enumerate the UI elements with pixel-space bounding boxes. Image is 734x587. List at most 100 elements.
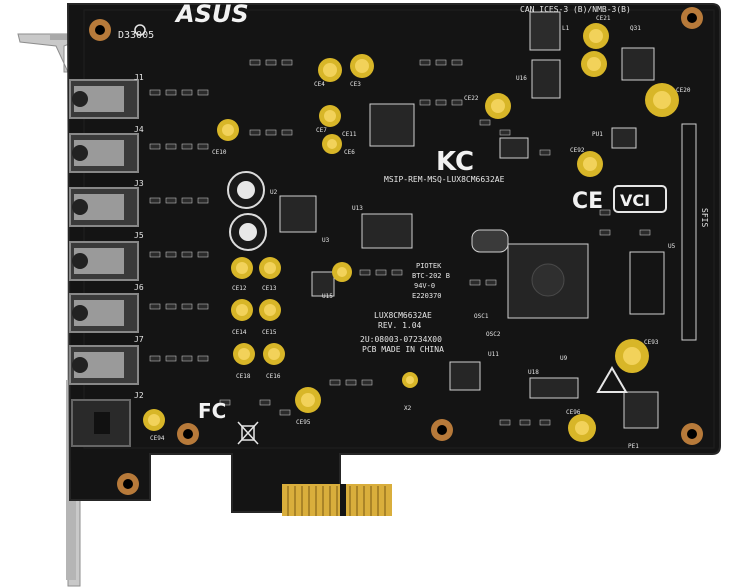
- capacitor: [217, 119, 239, 141]
- revision-label: REV. 1.04: [378, 321, 422, 330]
- audio-jack: [69, 293, 139, 333]
- capacitor: [233, 343, 255, 365]
- audio-jack: [69, 187, 139, 227]
- capacitor-label: CE7: [316, 127, 327, 134]
- capacitor: [259, 257, 281, 279]
- capacitors: [143, 23, 679, 442]
- component-label: PE1: [628, 443, 639, 450]
- component-label: X2: [404, 405, 412, 412]
- audio-jack: [69, 133, 139, 173]
- ic-chips: [279, 11, 697, 429]
- capacitor-label: CE18: [236, 373, 251, 380]
- capacitor-label: CE12: [232, 285, 247, 292]
- capacitor-label: CE14: [232, 329, 247, 336]
- capacitor: [350, 54, 374, 78]
- kc-mark: KC: [436, 147, 474, 177]
- chip-label: U15: [322, 293, 333, 300]
- opamp-chip: [279, 195, 317, 233]
- cert-label: CAN ICES-3 (B)/NMB-3(B): [520, 5, 631, 14]
- small-chip: [529, 377, 579, 399]
- jack-label: J2: [134, 391, 144, 400]
- capacitor: [259, 299, 281, 321]
- capacitor-label: CE21: [596, 15, 611, 22]
- serial-label: D33005: [118, 30, 154, 41]
- capacitor: [295, 387, 321, 413]
- chip-label: U5: [668, 243, 676, 250]
- capacitor-label: CE20: [676, 87, 691, 94]
- capacitor-label: CE6: [344, 149, 355, 156]
- capacitor: [615, 339, 649, 373]
- component-labels: U2 U3 U5 U9 U11 U13 U15 U16 U18 CE4 CE3 …: [150, 15, 691, 450]
- capacitor: [485, 93, 511, 119]
- capacitor-label: CE92: [570, 147, 585, 154]
- small-chip: [623, 391, 659, 429]
- audio-jack: [69, 345, 139, 385]
- small-chip: [311, 271, 335, 297]
- piotek-label: 94V-0: [414, 282, 435, 290]
- fc-mark: FC: [198, 399, 226, 423]
- piotek-label: E220370: [412, 292, 442, 300]
- msip-label: MSIP-REM-MSQ-LUX8CM6632AE: [384, 175, 505, 184]
- jack-labels: J1 J4 J3 J5 J6 J7 J2: [134, 73, 144, 400]
- capacitor-label: CE15: [262, 329, 277, 336]
- sfis-label: SFIS: [700, 208, 709, 227]
- regulator-chip: [361, 213, 413, 249]
- audio-jack: [69, 241, 139, 281]
- weee-icon: [237, 421, 259, 445]
- component-label: Q31: [630, 25, 641, 32]
- capacitor: [322, 134, 342, 154]
- jack-label: J3: [134, 179, 144, 188]
- connector-slot: [681, 123, 697, 341]
- piotek-label: BTC-202 B: [412, 272, 450, 280]
- jack-label: J4: [134, 125, 144, 134]
- pcie-gold-fingers: [282, 484, 392, 516]
- chip-label: U18: [528, 369, 539, 376]
- jack-label: J5: [134, 231, 144, 240]
- audio-jacks: [69, 79, 139, 447]
- capacitor-label: CE93: [644, 339, 659, 346]
- capacitor: [319, 105, 341, 127]
- connector-pad: [629, 251, 665, 315]
- chip-label: U13: [352, 205, 363, 212]
- main-codec-chip: [507, 243, 589, 319]
- capacitor: [318, 58, 342, 82]
- jack-label: J6: [134, 283, 144, 292]
- chip-label: U16: [516, 75, 527, 82]
- chip-label: U9: [560, 355, 568, 362]
- capacitor: [227, 171, 265, 209]
- smd-components: [149, 59, 651, 426]
- vcci-mark: VCI: [620, 191, 650, 210]
- triangle-mark-icon: [596, 366, 628, 393]
- capacitor-label: CE4: [314, 81, 325, 88]
- capacitor: [402, 372, 418, 388]
- vcci-frame: [613, 185, 667, 213]
- capacitor: [263, 343, 285, 365]
- capacitor: [231, 257, 253, 279]
- capacitor: [645, 83, 679, 117]
- capacitor: [332, 262, 352, 282]
- audio-jack: [69, 79, 139, 119]
- part-number-label: 2U:08003-07234X00: [360, 335, 442, 344]
- capacitor: [581, 51, 607, 77]
- capacitor: [577, 151, 603, 177]
- crystal: [471, 229, 509, 253]
- capacitor-label: CE13: [262, 285, 277, 292]
- small-chip: [611, 127, 637, 149]
- capacitor: [568, 414, 596, 442]
- capacitor-label: CE22: [464, 95, 479, 102]
- small-chip: [449, 361, 481, 391]
- component-label: OSC1: [474, 313, 489, 320]
- capacitor: [231, 299, 253, 321]
- jack-label: J1: [134, 73, 144, 82]
- capacitor-label: CE3: [350, 81, 361, 88]
- mount-holes: [89, 7, 703, 495]
- capacitor-label: CE96: [566, 409, 581, 416]
- chip-label: U11: [488, 351, 499, 358]
- small-chip: [621, 47, 655, 81]
- brand-logo: ASUS: [174, 0, 249, 28]
- inductor: [529, 11, 561, 51]
- small-chip: [531, 59, 561, 99]
- capacitor-label: CE16: [266, 373, 281, 380]
- capacitor: [143, 409, 165, 431]
- piotek-label: PIOTEK: [416, 262, 442, 270]
